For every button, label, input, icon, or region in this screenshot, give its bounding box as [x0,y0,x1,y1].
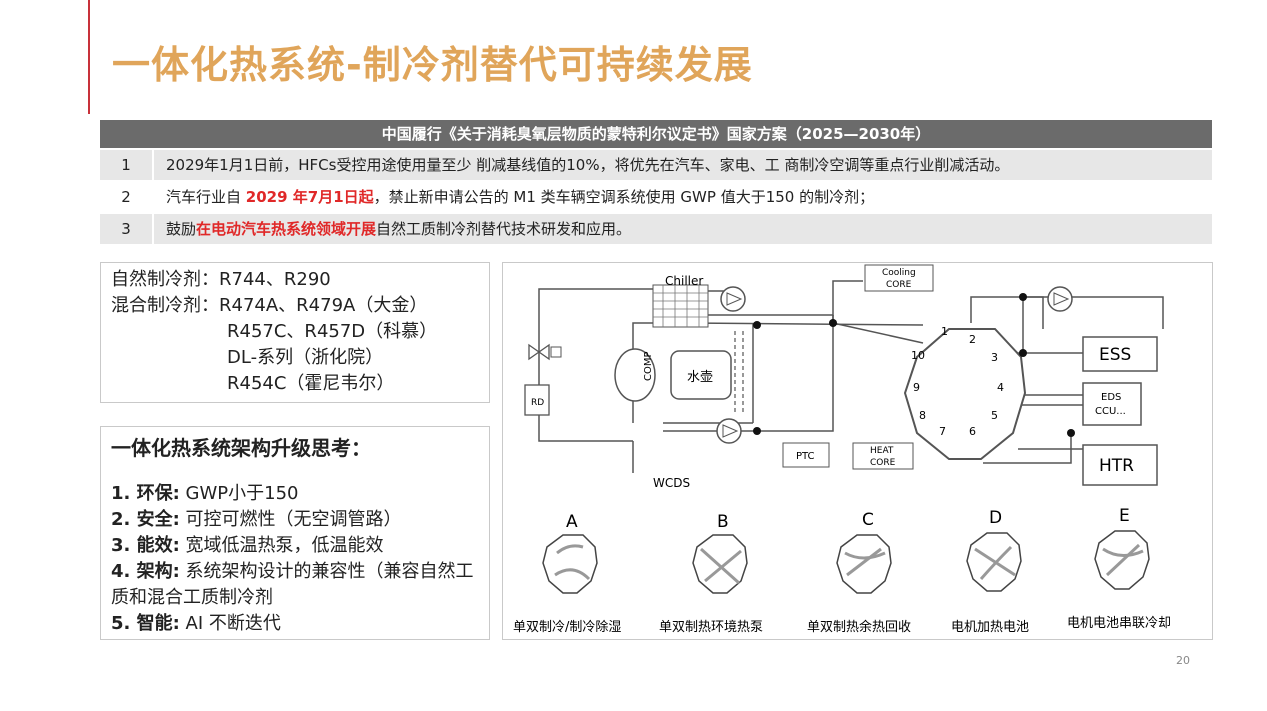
chiller-label: Chiller [665,274,703,288]
svg-text:6: 6 [969,425,976,438]
row-text: 汽车行业自 2029 年7月1日起，禁止新申请公告的 M1 类车辆空调系统使用 … [154,182,874,212]
table-row: 3 鼓励在电动汽车热系统领域开展自然工质制冷剂替代技术研发和应用。 [100,214,1212,244]
row-number: 2 [100,182,154,212]
pump-icon [720,286,746,312]
refrigerant-line: 自然制冷剂：R744、R290 [111,269,331,290]
table-row: 1 2029年1月1日前，HFCs受控用途使用量至少 削减基线值的10%，将优先… [100,150,1212,180]
row-text-highlight: 在电动汽车热系统领域开展 [196,220,377,238]
refrigerant-line: DL-系列（浙化院） [227,347,384,368]
row-text-pre: 鼓励 [166,220,197,238]
mode-caption: 电机电池串联冷却 [1067,616,1171,631]
mode-valve [836,534,892,594]
htr-block [1082,444,1158,486]
row-text-post: 自然工质制冷剂替代技术研发和应用。 [376,220,632,238]
mode-caption: 电机加热电池 [951,620,1029,635]
svg-text:4: 4 [997,381,1004,394]
refrigerant-line: R457C、R457D（科慕） [227,321,438,342]
accent-line [88,0,90,114]
wcds-label: WCDS [653,476,690,490]
upgrade-item: 5. 智能: AI 不断迭代 [111,613,281,634]
water-tank-label: 水壶 [687,370,713,385]
cooling-core-label: CORE [886,280,912,290]
mode-valve [542,534,598,594]
cooling-core-block [864,264,934,292]
row-text: 鼓励在电动汽车热系统领域开展自然工质制冷剂替代技术研发和应用。 [154,214,631,244]
row-text-post: ，禁止新申请公告的 M1 类车辆空调系统使用 GWP 值大于150 的制冷剂； [373,188,875,206]
mode-caption: 单双制热环境热泵 [659,620,763,635]
refrigerant-line: 混合制冷剂：R474A、R479A（大金） [111,295,428,316]
svg-text:3: 3 [991,351,998,364]
rd-block [524,384,550,416]
upgrade-item: 2. 安全: 可控可燃性（无空调管路） [111,509,402,530]
pump-icon [716,418,742,444]
row-text-highlight: 2029 年7月1日起 [245,188,374,206]
row-number: 3 [100,214,154,244]
heat-core-block [852,442,914,470]
refrigerant-box: 自然制冷剂：R744、R290 混合制冷剂：R474A、R479A（大金） R4… [100,262,490,403]
refrigerant-line: R454C（霍尼韦尔） [227,373,395,394]
cooling-core-label: Cooling [882,268,916,278]
row-text: 2029年1月1日前，HFCs受控用途使用量至少 削减基线值的10%，将优先在汽… [166,156,1010,174]
eds-label: EDS [1101,392,1121,403]
thermal-system-diagram: Chiller COMP 水壶 RD WCDS Cooling CORE PTC… [502,262,1213,640]
thermal-system-svg: Chiller COMP 水壶 RD WCDS Cooling CORE PTC… [513,264,1171,635]
svg-text:7: 7 [939,425,946,438]
svg-text:2: 2 [969,333,976,346]
eds-block [1082,382,1142,426]
svg-text:1: 1 [941,325,948,338]
eds-label: CCU... [1095,406,1126,417]
upgrade-item: 1. 环保: GWP小于150 [111,483,299,504]
valve-icon [528,343,562,361]
mode-letter: C [862,510,874,530]
svg-text:10: 10 [911,349,925,362]
page-number: 20 [1176,654,1190,667]
mode-letter: E [1119,506,1130,526]
mode-caption: 单双制冷/制冷除湿 [513,620,621,635]
ptc-block [782,442,830,468]
ten-way-valve [903,328,1027,460]
policy-table: 中国履行《关于消耗臭氧层物质的蒙特利尔议定书》国家方案（2025—2030年） … [100,120,1212,244]
rd-label: RD [531,398,544,408]
comp-label: COMP [643,351,654,381]
mode-letter: A [566,512,578,532]
heat-core-label: HEAT [870,446,894,456]
upgrade-item: 3. 能效: 宽域低温热泵，低温能效 [111,535,384,556]
heat-core-label: CORE [870,458,896,468]
row-number: 1 [100,150,154,180]
htr-label: HTR [1099,456,1134,476]
upgrade-box: 一体化热系统架构升级思考： 1. 环保: GWP小于150 2. 安全: 可控可… [100,426,490,640]
ess-label: ESS [1099,345,1131,365]
upgrade-heading: 一体化热系统架构升级思考： [111,436,371,460]
mode-letter: D [989,508,1002,528]
row-text-pre: 汽车行业自 [166,188,246,206]
chiller-block [652,284,709,328]
upgrade-item: 4. 架构: 系统架构设计的兼容性（兼容自然工质和混合工质制冷剂 [111,561,474,608]
pump-icon [1047,286,1073,312]
mode-letter: B [717,512,729,532]
svg-text:8: 8 [919,409,926,422]
policy-table-header: 中国履行《关于消耗臭氧层物质的蒙特利尔议定书》国家方案（2025—2030年） [100,120,1212,148]
page-title: 一体化热系统-制冷剂替代可持续发展 [112,43,753,87]
svg-text:5: 5 [991,409,998,422]
svg-text:9: 9 [913,381,920,394]
mode-caption: 单双制热余热回收 [807,619,911,635]
compressor [614,348,656,402]
ptc-label: PTC [796,451,815,462]
table-row: 2 汽车行业自 2029 年7月1日起，禁止新申请公告的 M1 类车辆空调系统使… [100,182,1212,212]
water-tank [670,350,732,400]
ess-block [1082,336,1158,372]
